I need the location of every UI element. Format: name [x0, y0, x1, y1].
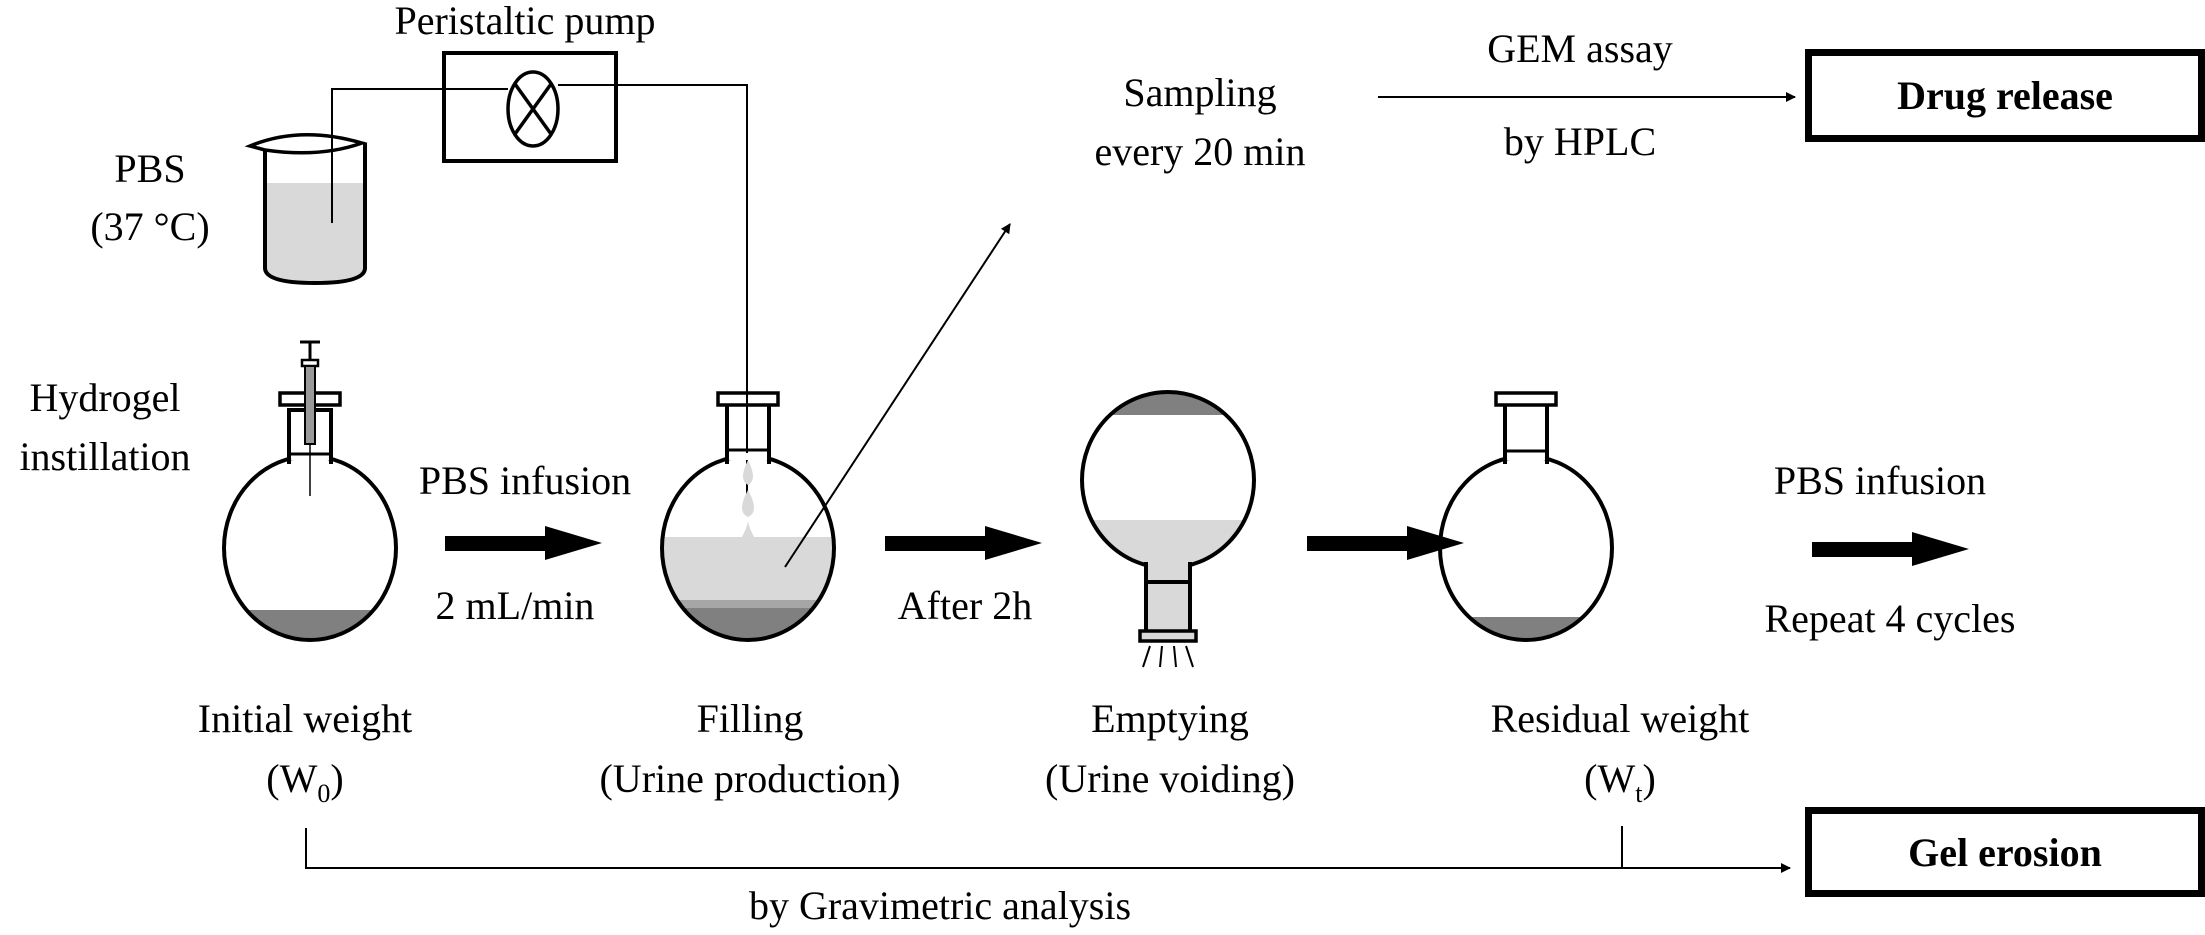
stage-title: Filling: [696, 696, 804, 741]
stage-weight: (Wt): [1584, 756, 1656, 808]
outflow-lines-icon: [1142, 645, 1194, 668]
process-arrow: [885, 526, 1042, 560]
gel-erosion-box: Gel erosion: [1805, 807, 2205, 897]
stage-title: Initial weight: [197, 696, 413, 741]
sampling-arrow: [784, 223, 1011, 568]
infusion-rate-label: 2 mL/min: [435, 583, 595, 628]
process-arrow: [445, 526, 602, 560]
stage-weight: (W0): [266, 756, 344, 808]
hplc-label: by HPLC: [1503, 119, 1657, 164]
process-arrow: [1812, 532, 1969, 566]
tubing-line: [331, 88, 508, 223]
repeat-infusion-label: PBS infusion: [1773, 458, 1987, 503]
sampling-interval-label: every 20 min: [1094, 129, 1306, 174]
flask-emptying-icon: [1080, 390, 1256, 668]
stage-detail: (Urine production): [599, 756, 901, 801]
gravimetric-label: by Gravimetric analysis: [748, 883, 1132, 928]
process-arrow: [1307, 526, 1464, 560]
flask-filling-icon: [660, 85, 836, 642]
after-label: After 2h: [897, 583, 1033, 628]
gravimetric-arrow: [305, 828, 1791, 873]
sampling-label: Sampling: [1123, 70, 1277, 115]
peristaltic-pump-icon: [442, 51, 618, 163]
infusion-label: PBS infusion: [418, 458, 632, 503]
stage-detail: (Urine voiding): [1045, 756, 1295, 801]
drop-icon: [743, 460, 753, 485]
stage-title: Emptying: [1091, 696, 1249, 741]
assay-label: GEM assay: [1487, 26, 1673, 71]
drop-icon: [742, 490, 754, 517]
pbs-beaker-icon: [244, 132, 368, 286]
pump-label: Peristaltic pump: [394, 0, 656, 43]
flask-residual-icon: [1438, 391, 1614, 642]
repeat-label: Repeat 4 cycles: [1764, 596, 2016, 641]
pbs-temp-label: (37 °C): [90, 204, 210, 249]
hydrogel-label: Hydrogel: [29, 375, 181, 420]
pbs-label: PBS: [114, 146, 186, 191]
flask-initial-icon: [222, 340, 398, 642]
syringe-icon: [300, 340, 320, 496]
stage-title: Residual weight: [1490, 696, 1750, 741]
instillation-label: instillation: [19, 434, 191, 479]
drug-release-box: Drug release: [1805, 49, 2205, 142]
